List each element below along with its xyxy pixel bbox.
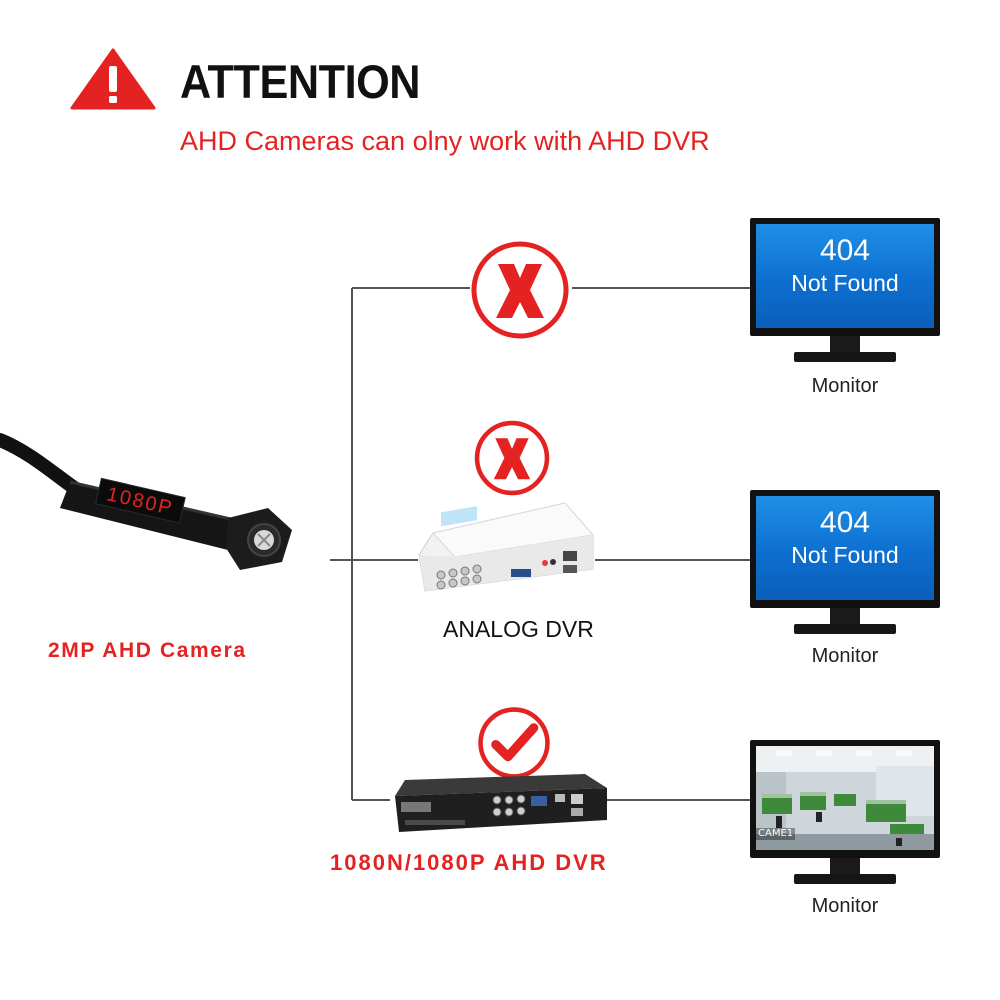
monitor-label: Monitor <box>811 375 879 397</box>
monitor-screen: 404 Not Found <box>756 496 934 600</box>
ahd-camera: 1080P <box>0 433 292 570</box>
attention-title: ATTENTION <box>180 55 421 108</box>
error-message: Not Found <box>791 542 899 568</box>
analog-dvr-label: ANALOG DVR <box>443 616 594 642</box>
error-code: 404 <box>819 234 871 267</box>
ahd-dvr-label: 1080N/1080P AHD DVR <box>330 850 608 875</box>
monitor-1: 404 Not Found <box>750 218 940 368</box>
warning-triangle-icon <box>70 48 156 110</box>
monitor-3: CAME1 <box>750 740 940 890</box>
attention-subtitle: AHD Cameras can olny work with AHD DVR <box>180 126 710 156</box>
monitor-2: 404 Not Found <box>750 490 940 640</box>
ahd-dvr <box>395 774 607 832</box>
x-mark-icon <box>474 420 550 496</box>
monitor-screen: 404 Not Found <box>756 224 934 328</box>
camera-label: 2MP AHD Camera <box>48 639 247 662</box>
analog-dvr <box>418 502 594 592</box>
office-camera-feed <box>756 746 934 850</box>
x-mark-icon <box>471 241 569 339</box>
monitor-label: Monitor <box>811 895 879 917</box>
channel-tag: CAME1 <box>756 828 796 840</box>
monitor-label: Monitor <box>811 645 879 667</box>
error-code: 404 <box>819 506 871 539</box>
checkmark-icon <box>478 707 550 779</box>
error-message: Not Found <box>791 270 899 296</box>
